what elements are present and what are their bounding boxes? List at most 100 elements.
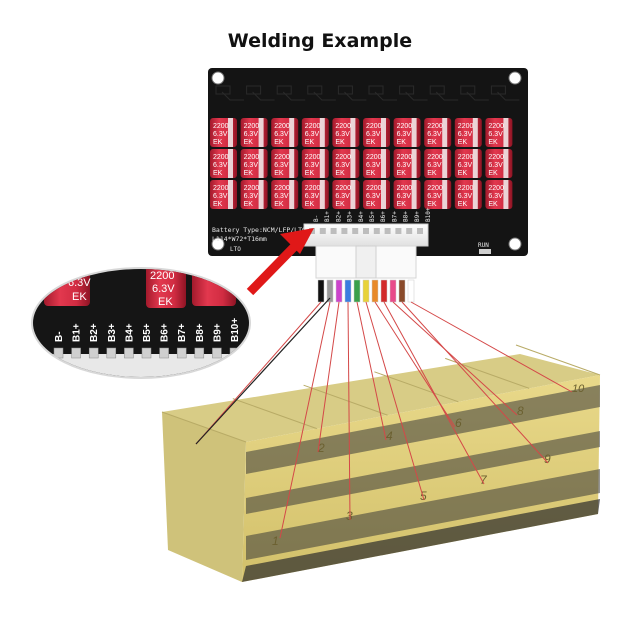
zoom-terminal-label: B10+ xyxy=(230,318,241,342)
capacitor-series: EK xyxy=(335,139,345,146)
zoom-pin xyxy=(124,347,134,359)
battery-type-label: Battery Type:NCM/LFP/LTO xyxy=(212,226,306,234)
capacitor-value: 2200 xyxy=(305,185,321,192)
capacitor-series: EK xyxy=(213,139,223,146)
zoom-cap-text: 6.3V xyxy=(152,283,175,295)
wire-stub xyxy=(398,279,406,303)
capacitor-value: 2200 xyxy=(274,185,290,192)
capacitor-voltage: 6.3V xyxy=(274,131,289,138)
capacitor-value: 2200 xyxy=(305,154,321,161)
zoom-terminal-label: B3+ xyxy=(107,323,118,342)
connector-pin xyxy=(319,228,326,234)
capacitor-voltage: 6.3V xyxy=(427,162,442,169)
board-terminal-label: B7+ xyxy=(391,211,398,222)
pack-front-number: 9 xyxy=(544,452,551,466)
mount-hole xyxy=(211,71,225,85)
capacitor-value: 2200 xyxy=(488,185,504,192)
capacitor-series: EK xyxy=(274,139,284,146)
zoom-pin xyxy=(88,347,99,359)
page-title: Welding Example xyxy=(227,30,413,52)
capacitor-voltage: 6.3V xyxy=(305,162,320,169)
capacitor-series: EK xyxy=(213,201,223,208)
board-terminal-label: B9+ xyxy=(414,211,421,222)
capacitor-series: EK xyxy=(305,170,315,177)
capacitor-series: EK xyxy=(244,170,254,177)
capacitor-value: 2200 xyxy=(213,123,229,130)
wire-stub xyxy=(344,279,352,303)
capacitor-voltage: 6.3V xyxy=(213,131,228,138)
cell-band xyxy=(246,385,600,474)
pack-top-number: 8 xyxy=(517,404,524,418)
capacitor-voltage: 6.3V xyxy=(458,162,473,169)
capacitor-value: 2200 xyxy=(335,185,351,192)
capacitor-value: 2200 xyxy=(366,154,382,161)
capacitor-series: EK xyxy=(244,201,254,208)
pack-top-face xyxy=(162,354,600,442)
balancer-board: 22006.3VEK22006.3VEK22006.3VEK22006.3VEK… xyxy=(208,68,528,256)
capacitor-value: 2200 xyxy=(397,154,413,161)
connector-pin xyxy=(395,228,402,234)
mount-hole xyxy=(211,237,225,251)
capacitor-voltage: 6.3V xyxy=(397,193,412,200)
capacitor-voltage: 6.3V xyxy=(335,131,350,138)
capacitor-voltage: 6.3V xyxy=(335,162,350,169)
zoom-cap-text: EK xyxy=(72,291,87,303)
red-arrow xyxy=(246,228,314,296)
capacitor-voltage: 6.3V xyxy=(305,193,320,200)
battery-pack: 2 4 6 8 10 1 3 5 7 9 xyxy=(161,344,601,582)
board-terminal-label: B4+ xyxy=(358,211,365,222)
capacitor-series: EK xyxy=(305,201,315,208)
pack-front-number: 7 xyxy=(480,473,488,487)
board-terminal-label: B5+ xyxy=(369,211,376,222)
zoom-terminal-label: B6+ xyxy=(160,323,171,342)
capacitor-value: 2200 xyxy=(397,123,413,130)
capacitor-series: EK xyxy=(488,170,498,177)
zoom-cap-text: 6.3V xyxy=(68,277,91,289)
zoom-cap-text: 2200 xyxy=(150,270,174,282)
capacitor-series: EK xyxy=(427,201,437,208)
capacitor-value: 2200 xyxy=(274,123,290,130)
zoom-pin xyxy=(106,347,117,359)
capacitor-series: EK xyxy=(213,170,223,177)
capacitor-voltage: 6.3V xyxy=(244,131,259,138)
zoom-pin xyxy=(176,347,187,359)
capacitor-series: EK xyxy=(335,201,345,208)
zoom-inset: 6.3V EK 2200 6.3V EK B-B1+B2+B3+B4+B5+B6… xyxy=(31,267,251,379)
run-label: RUN xyxy=(478,242,489,249)
wire-stub xyxy=(380,279,388,303)
pack-side-face xyxy=(162,412,246,582)
capacitor-series: EK xyxy=(458,201,468,208)
zoom-pin xyxy=(194,347,205,359)
capacitor-voltage: 6.3V xyxy=(366,193,381,200)
capacitor-series: EK xyxy=(427,139,437,146)
connector-pin xyxy=(417,228,423,234)
capacitor-series: EK xyxy=(458,139,468,146)
capacitor-voltage: 6.3V xyxy=(488,193,503,200)
capacitor-value: 2200 xyxy=(427,154,443,161)
pack-top-number: 2 xyxy=(317,441,325,455)
capacitor-value: 2200 xyxy=(335,154,351,161)
capacitor-value: 2200 xyxy=(335,123,351,130)
board-terminal-label: B8+ xyxy=(403,211,410,222)
wire-stub xyxy=(389,279,397,303)
capacitor-series: EK xyxy=(366,201,376,208)
connector-pin xyxy=(406,228,413,234)
connector-pin xyxy=(341,228,348,234)
capacitor-series: EK xyxy=(397,201,407,208)
zoom-terminal-label: B9+ xyxy=(212,323,223,342)
zoom-pin xyxy=(141,347,152,359)
zoom-pin xyxy=(159,347,169,359)
connector-header xyxy=(303,223,429,247)
sense-wires xyxy=(195,301,573,539)
